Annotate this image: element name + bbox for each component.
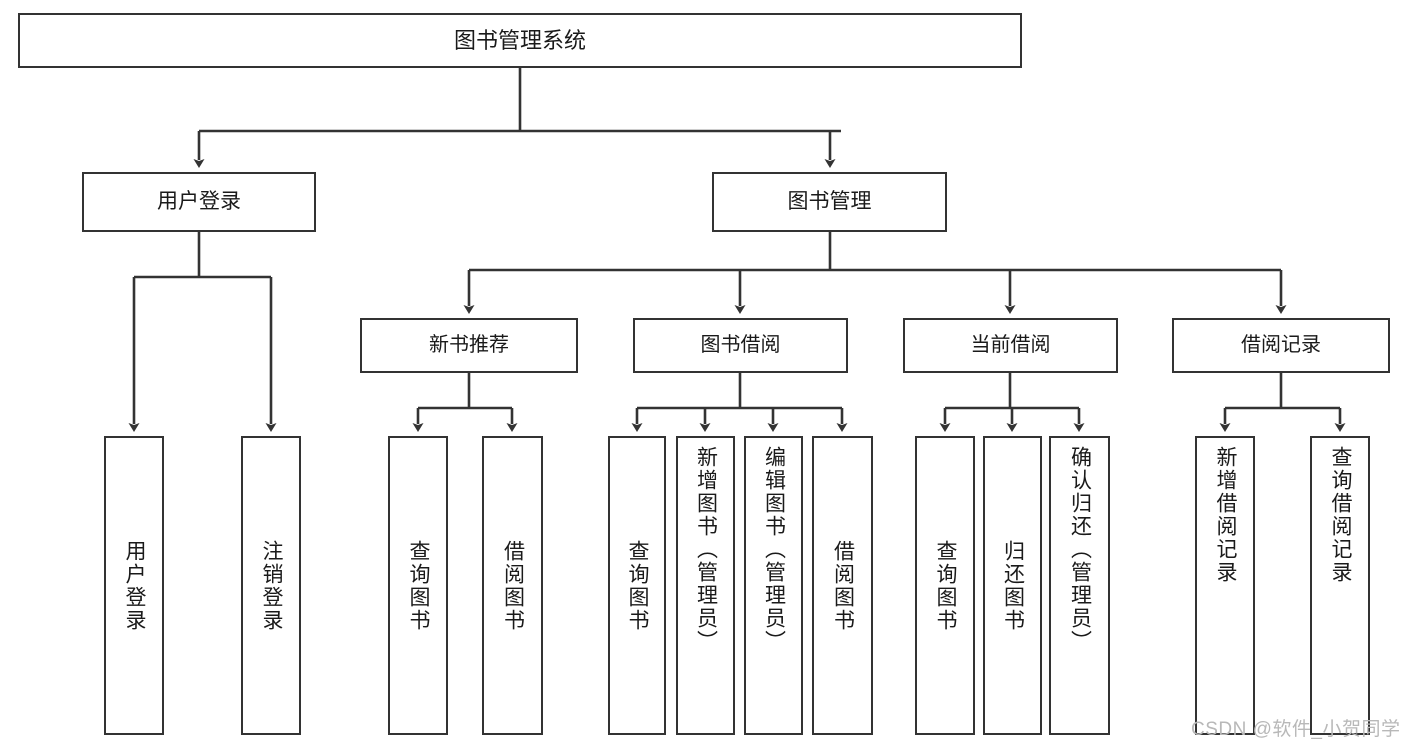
- node-user-login[interactable]: 用户登录: [82, 172, 316, 232]
- node-leaf-borrow-book-1[interactable]: 借阅图书: [482, 436, 543, 735]
- node-leaf-query-book-2-label: 查询图书: [626, 539, 650, 632]
- node-current-borrow-label: 当前借阅: [970, 333, 1051, 356]
- node-book-borrow[interactable]: 图书借阅: [633, 318, 848, 373]
- node-leaf-borrow-book-2-label: 借阅图书: [831, 539, 855, 632]
- node-leaf-query-book-1-label: 查询图书: [407, 539, 431, 632]
- node-leaf-return-book-label: 归还图书: [1001, 539, 1025, 632]
- node-leaf-confirm-return[interactable]: 确认归还（管理员）: [1049, 436, 1110, 735]
- node-current-borrow[interactable]: 当前借阅: [903, 318, 1118, 373]
- node-leaf-query-record-label: 查询借阅记录: [1329, 446, 1353, 584]
- node-borrow-record[interactable]: 借阅记录: [1172, 318, 1390, 373]
- node-new-book-recommend[interactable]: 新书推荐: [360, 318, 578, 373]
- node-leaf-logout-label: 注销登录: [260, 539, 284, 632]
- node-leaf-add-record[interactable]: 新增借阅记录: [1195, 436, 1255, 735]
- node-leaf-user-login[interactable]: 用户登录: [104, 436, 164, 735]
- node-leaf-query-book-2[interactable]: 查询图书: [608, 436, 666, 735]
- node-leaf-query-book-3[interactable]: 查询图书: [915, 436, 975, 735]
- node-leaf-add-book-label: 新增图书（管理员）: [694, 446, 718, 653]
- node-leaf-confirm-return-label: 确认归还（管理员）: [1068, 446, 1092, 653]
- node-leaf-edit-book[interactable]: 编辑图书（管理员）: [744, 436, 803, 735]
- node-new-book-recommend-label: 新书推荐: [429, 333, 509, 356]
- node-leaf-borrow-book-2[interactable]: 借阅图书: [812, 436, 873, 735]
- csdn-watermark: CSDN @软件_小贺同学: [1191, 719, 1401, 740]
- node-leaf-query-record[interactable]: 查询借阅记录: [1310, 436, 1370, 735]
- node-book-management-label: 图书管理: [787, 189, 872, 213]
- node-user-login-label: 用户登录: [157, 189, 241, 213]
- node-leaf-add-book[interactable]: 新增图书（管理员）: [676, 436, 735, 735]
- node-leaf-borrow-book-1-label: 借阅图书: [501, 539, 525, 632]
- node-leaf-return-book[interactable]: 归还图书: [983, 436, 1042, 735]
- node-leaf-query-book-3-label: 查询图书: [934, 539, 958, 632]
- node-leaf-user-login-label: 用户登录: [123, 539, 147, 632]
- node-root-label: 图书管理系统: [453, 27, 586, 53]
- node-leaf-logout[interactable]: 注销登录: [241, 436, 301, 735]
- node-leaf-query-book-1[interactable]: 查询图书: [388, 436, 448, 735]
- node-book-management[interactable]: 图书管理: [712, 172, 947, 232]
- node-root[interactable]: 图书管理系统: [18, 13, 1022, 68]
- node-leaf-add-record-label: 新增借阅记录: [1214, 446, 1238, 584]
- node-leaf-edit-book-label: 编辑图书（管理员）: [762, 446, 786, 653]
- node-book-borrow-label: 图书借阅: [700, 333, 781, 356]
- node-borrow-record-label: 借阅记录: [1241, 333, 1321, 356]
